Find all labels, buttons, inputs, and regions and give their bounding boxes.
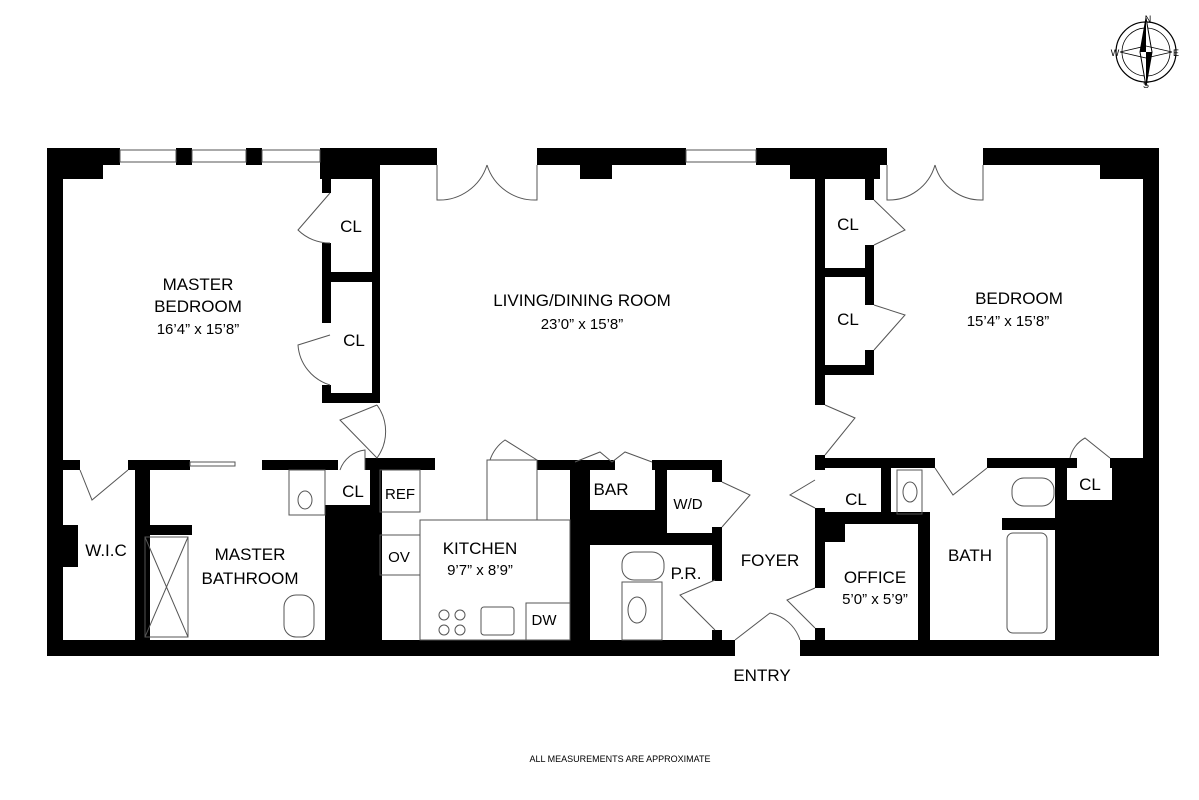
kitchen-label: KITCHEN — [443, 539, 518, 558]
compass-east: E — [1173, 48, 1179, 58]
office-label: OFFICE — [844, 568, 906, 587]
master-bathroom-label: MASTER — [215, 545, 286, 564]
closet-label: CL — [343, 331, 365, 350]
kitchen-dims: 9’7” x 8’9” — [447, 562, 513, 579]
wic-label: W.I.C — [85, 541, 127, 560]
shower-icon — [144, 536, 189, 638]
living-dining-dims: 23’0” x 15’8” — [541, 316, 624, 333]
compass-north: N — [1145, 14, 1152, 24]
compass-icon: N S E W — [1111, 14, 1179, 90]
room-labels: MASTER BEDROOM 16’4” x 15’8” LIVING/DINI… — [85, 215, 1101, 764]
toilet-icon — [283, 594, 315, 638]
interior-walls — [63, 165, 1143, 640]
living-dining-label: LIVING/DINING ROOM — [493, 291, 671, 310]
entry-label: ENTRY — [733, 666, 790, 685]
fixtures — [144, 459, 1055, 641]
compass-west: W — [1111, 48, 1120, 58]
sink-icon — [288, 469, 326, 516]
master-bedroom-dims: 16’4” x 15’8” — [157, 321, 240, 338]
master-bathroom-label-2: BATHROOM — [202, 569, 299, 588]
oven-label: OV — [388, 549, 410, 566]
closet-label: CL — [845, 490, 867, 509]
washer-dryer-label: W/D — [673, 496, 702, 513]
master-bedroom-label: MASTER — [163, 275, 234, 294]
bedroom-label: BEDROOM — [975, 289, 1063, 308]
exterior-walls — [47, 148, 1159, 656]
dishwasher-label: DW — [532, 612, 558, 629]
ref-label: REF — [385, 486, 415, 503]
foyer-label: FOYER — [741, 551, 800, 570]
powder-room-label: P.R. — [671, 564, 702, 583]
office-dims: 5’0” x 5’9” — [842, 591, 908, 608]
closet-label: CL — [342, 482, 364, 501]
closet-label: CL — [837, 215, 859, 234]
closet-label: CL — [1079, 475, 1101, 494]
bar-label: BAR — [594, 480, 629, 499]
measurement-disclaimer: ALL MEASUREMENTS ARE APPROXIMATE — [529, 754, 710, 764]
closet-label: CL — [837, 310, 859, 329]
compass-south: S — [1143, 80, 1149, 90]
master-bedroom-label-2: BEDROOM — [154, 297, 242, 316]
windows — [119, 149, 757, 163]
bedroom-dims: 15’4” x 15’8” — [967, 313, 1050, 330]
doors — [79, 164, 1111, 641]
closet-label: CL — [340, 217, 362, 236]
bath-label: BATH — [948, 546, 992, 565]
